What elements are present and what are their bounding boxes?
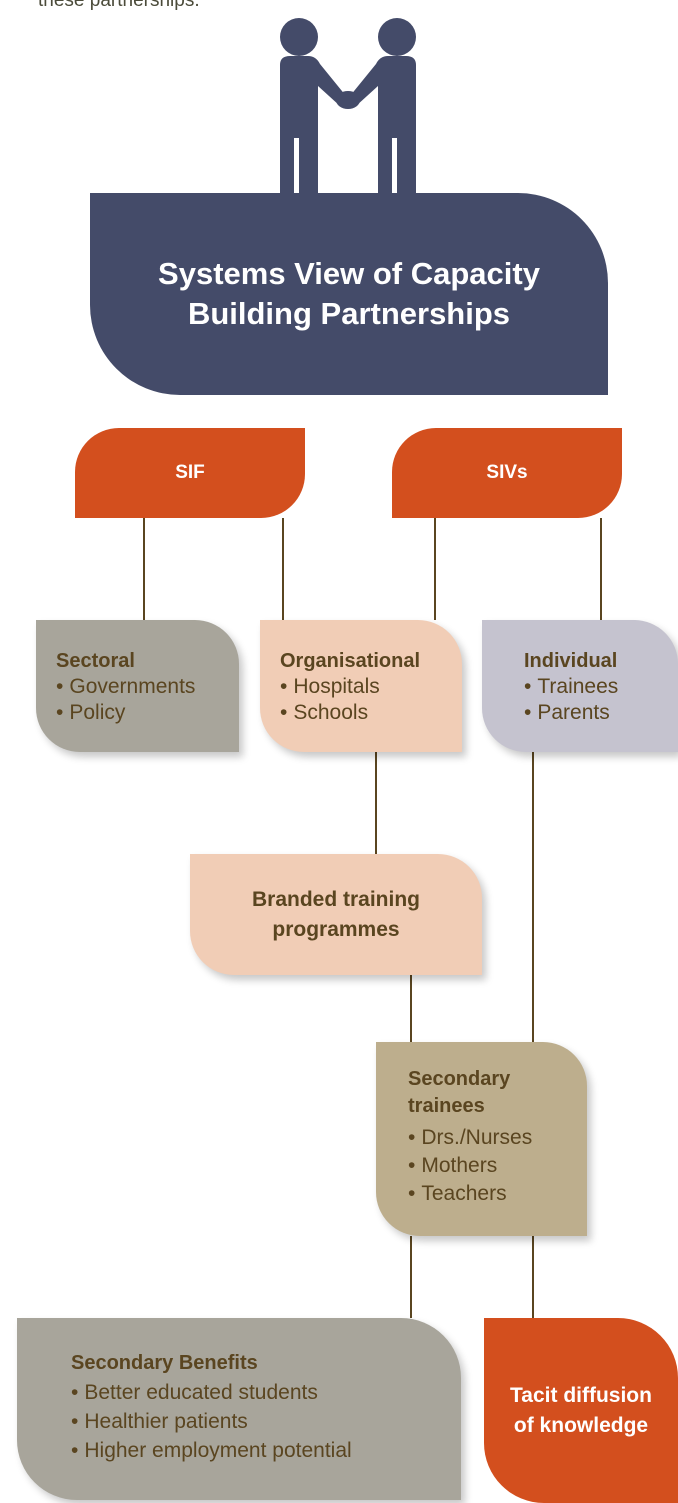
secondary-trainees-item: Mothers — [408, 1152, 587, 1180]
sectoral-item: Governments — [56, 674, 239, 700]
sectoral-card: Sectoral Governments Policy — [36, 620, 239, 752]
secondary-trainees-card: Secondary trainees Drs./Nurses Mothers T… — [376, 1042, 587, 1236]
secondary-trainees-item: Drs./Nurses — [408, 1124, 587, 1152]
individual-item: Trainees — [524, 674, 678, 700]
sivs-box: SIVs — [392, 428, 622, 518]
connector-branded-secondary-trainees — [410, 975, 412, 1042]
secondary-benefits-card: Secondary Benefits Better educated stude… — [17, 1318, 461, 1500]
secondary-benefits-item: Higher employment potential — [71, 1436, 461, 1465]
connector-organisational-branded — [375, 752, 377, 854]
connector-sivs-individual — [600, 518, 602, 620]
sectoral-item: Policy — [56, 700, 239, 726]
organisational-item: Hospitals — [280, 674, 462, 700]
individual-card: Individual Trainees Parents — [482, 620, 678, 752]
organisational-title: Organisational — [280, 650, 421, 672]
individual-item: Parents — [524, 700, 678, 726]
organisational-item: Schools — [280, 700, 462, 726]
caption-text: these partnerships. — [38, 0, 200, 11]
sif-box: SIF — [75, 428, 305, 518]
secondary-trainees-item: Teachers — [408, 1180, 587, 1208]
secondary-benefits-title: Secondary Benefits — [71, 1352, 258, 1374]
handshake-icon — [280, 18, 416, 196]
sectoral-title: Sectoral — [56, 650, 135, 672]
secondary-benefits-item: Better educated students — [71, 1378, 461, 1407]
secondary-benefits-item: Healthier patients — [71, 1407, 461, 1436]
connector-trainees-tacit — [532, 1236, 534, 1318]
connector-sif-organisational — [282, 518, 284, 620]
individual-title: Individual — [524, 650, 618, 672]
diagram-title: Systems View of Capacity Building Partne… — [90, 193, 608, 395]
tacit-diffusion-box: Tacit diffusion of knowledge — [484, 1318, 678, 1503]
connector-individual-secondary-trainees — [532, 752, 534, 1042]
branded-training-box: Branded training programmes — [190, 854, 482, 975]
connector-sivs-organisational — [434, 518, 436, 620]
connector-trainees-benefits — [410, 1236, 412, 1318]
secondary-trainees-title: Secondary trainees — [408, 1068, 511, 1117]
connector-sif-sectoral — [143, 518, 145, 620]
organisational-card: Organisational Hospitals Schools — [260, 620, 462, 752]
